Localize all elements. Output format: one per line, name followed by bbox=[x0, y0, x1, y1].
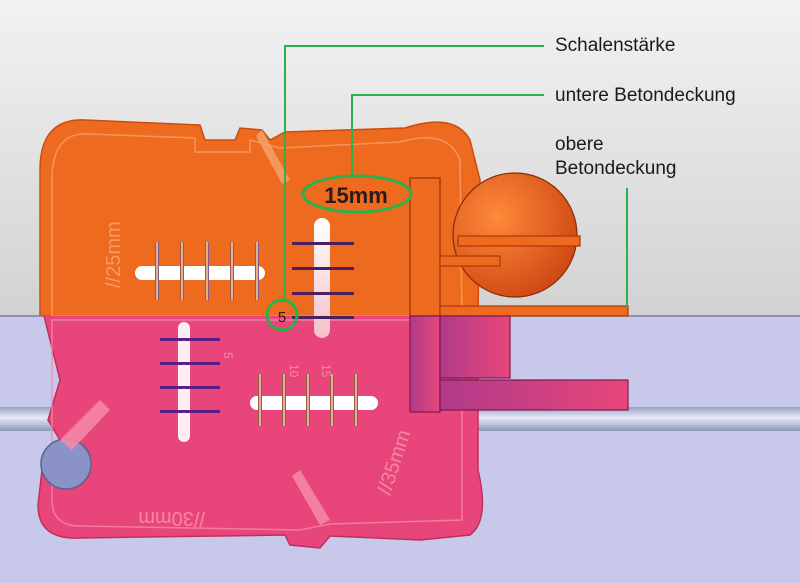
marking-15mm: 15mm bbox=[324, 183, 388, 208]
clip-base-plate bbox=[439, 305, 629, 317]
marking-25mm: //25mm bbox=[103, 221, 125, 288]
clip-ball bbox=[452, 172, 578, 298]
spacer-notch-upper bbox=[256, 130, 290, 184]
label-lower-cover: untere Betondeckung bbox=[555, 85, 736, 106]
marking-5: 5 bbox=[278, 309, 286, 326]
clip-upright-upper bbox=[409, 177, 441, 317]
scale-slot-horizontal-upper bbox=[135, 266, 265, 280]
label-upper-cover-line2: Betondeckung bbox=[555, 158, 677, 179]
highlight-ring-5 bbox=[265, 298, 299, 332]
clip-lower-arm bbox=[439, 379, 629, 411]
label-upper-cover: obere Betondeckung bbox=[555, 133, 677, 181]
marking-scale-15: 15 bbox=[319, 364, 333, 378]
scale-slot-horizontal-lower bbox=[250, 396, 378, 410]
scale-slot-vertical bbox=[314, 218, 330, 338]
clip-mid-tab bbox=[439, 255, 501, 267]
clip-upper-tab bbox=[457, 235, 581, 247]
marking-scale-5: 5 bbox=[221, 352, 235, 359]
rebar-cross-section bbox=[40, 438, 92, 490]
spacer-notch-left bbox=[60, 400, 110, 450]
spacer-lower-part bbox=[37, 316, 484, 549]
scale-ticks-vertical bbox=[292, 242, 354, 319]
scale-ticks-upper bbox=[155, 242, 259, 300]
scale-ticks-lower bbox=[258, 374, 358, 426]
marking-scale-10: 10 bbox=[287, 364, 301, 378]
marking-30mm: //30mm bbox=[138, 507, 205, 529]
scale-ticks-vertical-lower bbox=[160, 338, 220, 413]
label-upper-cover-line1: obere bbox=[555, 134, 604, 155]
clip-upright-lower bbox=[409, 315, 441, 413]
label-shell-thickness: Schalenstärke bbox=[555, 35, 676, 56]
clip-lower-block bbox=[439, 315, 511, 379]
spacer-notch-lower bbox=[292, 470, 330, 525]
highlight-ring-15mm bbox=[301, 174, 413, 214]
leader-lines bbox=[284, 45, 628, 308]
